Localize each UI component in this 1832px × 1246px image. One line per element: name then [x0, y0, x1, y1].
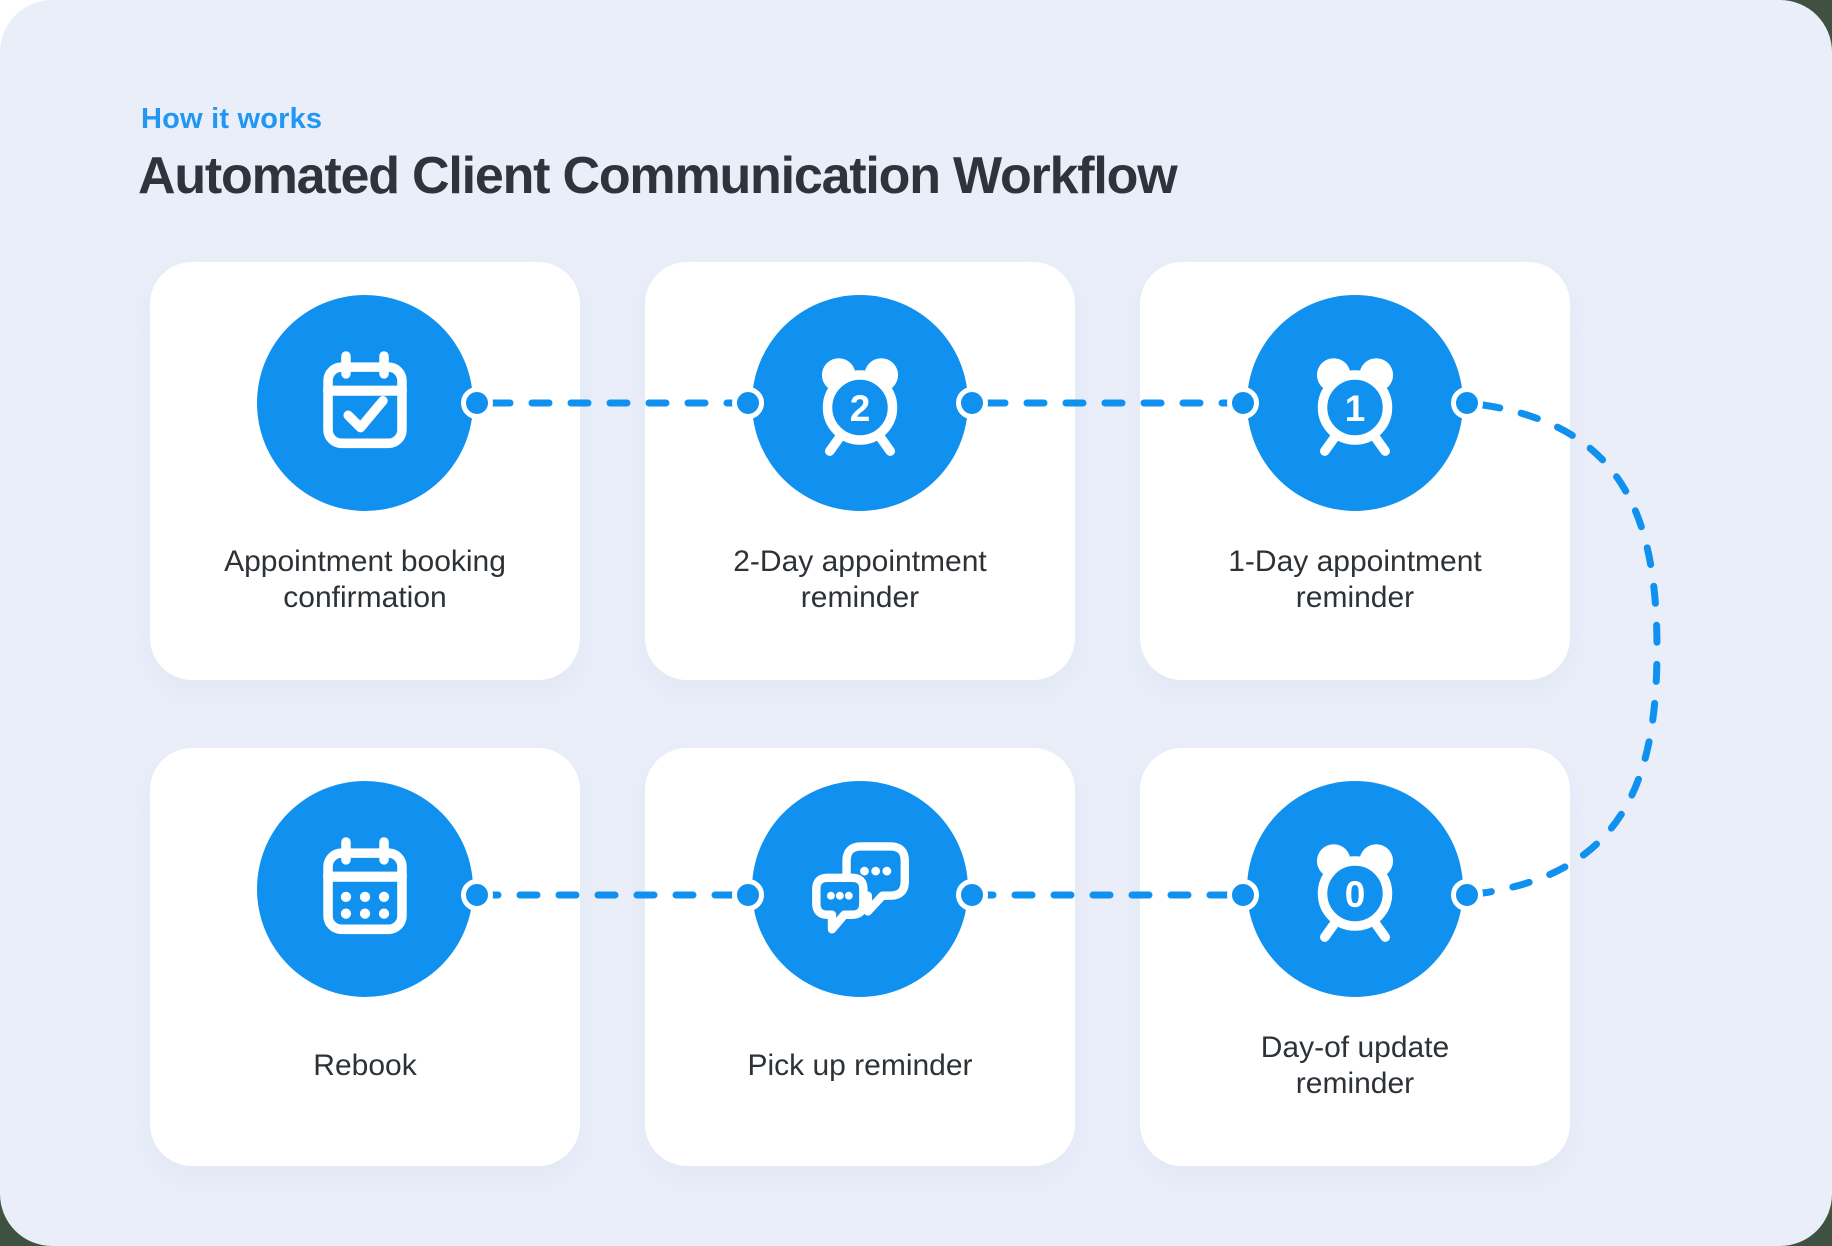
- step-icon-circle: 2: [752, 295, 968, 511]
- step-card-pickup-reminder: Pick up reminder: [645, 748, 1075, 1166]
- step-icon-circle: 0: [1247, 781, 1463, 997]
- alarm-badge: 2: [850, 388, 871, 429]
- step-label: 1-Day appointment reminder: [1228, 545, 1482, 614]
- step-card-2day-reminder: 2 2-Day appointment reminder: [645, 262, 1075, 680]
- step-card-dayof-reminder: 0 Day-of update reminder: [1140, 748, 1570, 1166]
- step-card-1day-reminder: 1 1-Day appointment reminder: [1140, 262, 1570, 680]
- step-icon-circle: [257, 295, 473, 511]
- step-card-rebook: Rebook: [150, 748, 580, 1166]
- step-icon-circle: 1: [1247, 295, 1463, 511]
- chat-bubbles-icon: [812, 842, 909, 934]
- calendar-dots-icon: [323, 837, 408, 935]
- step-label: Day-of update reminder: [1260, 1031, 1450, 1100]
- step-label: Appointment booking confirmation: [224, 545, 506, 614]
- step-icon-circle: [257, 781, 473, 997]
- step-label: 2-Day appointment reminder: [733, 545, 987, 614]
- alarm-clock-icon: 1: [1316, 358, 1394, 456]
- alarm-clock-icon: 2: [821, 358, 899, 456]
- page-title: Automated Client Communication Workflow: [138, 147, 1178, 205]
- step-label: Rebook: [313, 1049, 417, 1082]
- calendar-check-icon: [323, 351, 408, 449]
- alarm-badge: 0: [1345, 874, 1366, 915]
- step-icon-circle: [752, 781, 968, 997]
- section-eyebrow: How it works: [141, 103, 323, 135]
- step-label: Pick up reminder: [747, 1049, 973, 1082]
- alarm-badge: 1: [1345, 388, 1366, 429]
- alarm-clock-icon: 0: [1316, 844, 1394, 942]
- step-card-appointment-confirmation: Appointment booking confirmation: [150, 262, 580, 680]
